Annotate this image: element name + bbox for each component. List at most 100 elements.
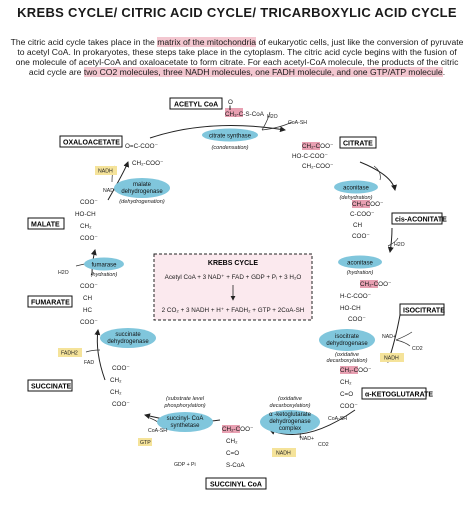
akg-co2: CO2 xyxy=(318,442,329,448)
intro-text-1: The citric acid cycle takes place in the xyxy=(10,37,158,47)
fumarase-enzyme: fumarase xyxy=(91,263,117,269)
succinate-label: SUCCINATE xyxy=(31,384,72,391)
acetyl-coa-label: ACETYL CoA xyxy=(174,102,218,109)
succinyl-struct-2: C=O xyxy=(226,450,239,457)
aconitase1-note: (dehydration) xyxy=(340,195,373,201)
intro-paragraph: The citric acid cycle takes place in the… xyxy=(10,37,464,77)
succinyl-struct-1: CH₂ xyxy=(226,438,238,445)
akg-note-1: (oxidative xyxy=(278,396,302,402)
idh-nadh: NADH xyxy=(384,356,399,362)
isocitrate-struct-3: COO⁻ xyxy=(348,316,366,323)
intro-text-3: . xyxy=(442,67,446,77)
aconitase2-enzyme: aconitase xyxy=(347,261,373,267)
akg-struct-1: CH₂ xyxy=(340,379,352,386)
aconitase2-note: (hydration) xyxy=(347,270,374,276)
idh-note-1: (oxidative xyxy=(335,352,359,358)
malate-struct-2: CH₂ xyxy=(80,223,92,230)
fumarase-note: (hydration) xyxy=(91,272,118,278)
acetyl-struct-2: CH₃-C-S-CoA xyxy=(225,111,265,118)
intro-highlight-1: matrix of the mitochondria xyxy=(157,37,257,47)
akg-nad: NAD+ xyxy=(300,436,314,442)
cis-aconitate-label: cis-ACONITATE xyxy=(395,217,447,224)
mdh-enzyme-2: dehydrogenase xyxy=(121,189,163,195)
oxaloacetate-label: OXALOACETATE xyxy=(63,140,120,147)
scs-enzyme-2: synthetase xyxy=(170,423,200,429)
cis-aconitate-struct-3: COO⁻ xyxy=(352,233,370,240)
fumarase-h2o: H2O xyxy=(58,270,69,276)
citrate-synthase-h2o: H2O xyxy=(267,114,278,120)
aconitase1-enzyme: aconitase xyxy=(343,186,369,192)
fumarate-struct-2: HC xyxy=(83,307,93,314)
scs-gdp: GDP + Pi xyxy=(174,462,196,468)
scs-enzyme-1: succinyl- CoA xyxy=(167,416,204,422)
akg-label: α-KETOGLUTARATE xyxy=(365,392,433,399)
cis-aconitate-struct-2: CH xyxy=(353,222,363,229)
isocitrate-label: ISOCITRATE xyxy=(403,308,445,315)
citrate-synthase-enzyme: citrate synthase xyxy=(209,134,252,140)
mdh-nadh: NADH xyxy=(98,169,113,175)
akg-enzyme-3: complex xyxy=(279,426,301,432)
fumarate-struct-0: COO⁻ xyxy=(80,283,98,290)
summary-title: KREBS CYCLE xyxy=(208,260,259,267)
fumarate-struct-1: CH xyxy=(83,295,93,302)
acetyl-struct-0: O xyxy=(228,99,233,106)
succinate-struct-3: COO⁻ xyxy=(112,401,130,408)
scs-note-2: phosphorylation) xyxy=(163,403,205,409)
cis-aconitate-struct-1: C-COO⁻ xyxy=(350,211,374,218)
idh-note-2: decarboxylation) xyxy=(326,358,367,364)
akg-enzyme-2: dehydrogenase xyxy=(269,419,311,425)
citrate-label: CITRATE xyxy=(343,141,373,148)
succinyl-coa-label: SUCCINYL CoA xyxy=(210,482,262,489)
cis-aconitate-struct-0: CH₂-COO⁻ xyxy=(352,201,383,208)
intro-text-2: of eukaryotic cells, just like the conve… xyxy=(15,37,464,77)
intro-highlight-2: two CO2 molecules, three NADH molecules,… xyxy=(83,67,443,77)
mdh-note: (dehydrogenation) xyxy=(119,199,165,205)
malate-label: MALATE xyxy=(31,222,60,229)
succinate-struct-0: COO⁻ xyxy=(112,365,130,372)
page-title: KREBS CYCLE/ CITRIC ACID CYCLE/ TRICARBO… xyxy=(17,5,457,20)
scs-coash: CoA-SH xyxy=(148,428,167,434)
akg-struct-2: C=O xyxy=(340,391,353,398)
fumarate-label: FUMARATE xyxy=(31,300,70,307)
succinate-struct-1: CH₂ xyxy=(110,377,122,384)
succinyl-struct-0: CH₂-COO⁻ xyxy=(222,426,253,433)
fumarate-struct-3: COO⁻ xyxy=(80,319,98,326)
scs-gtp: GTP xyxy=(140,440,151,446)
citrate-struct-0: CH₂-COO⁻ xyxy=(302,143,333,150)
akg-nadh: NADH xyxy=(276,451,291,457)
sdh-enzyme-2: dehydrogenase xyxy=(107,339,149,345)
akg-enzyme-1: α -ketoglutarate xyxy=(269,412,311,418)
malate-struct-1: HO-CH xyxy=(75,211,96,218)
oxaloacetate-struct-0: O=C-COO⁻ xyxy=(125,143,158,150)
mdh-nad: NAD+ xyxy=(103,188,117,194)
aconitase2-h2o: H2O xyxy=(394,242,405,248)
citrate-struct-2: CH₂-COO⁻ xyxy=(302,163,333,170)
acetyl-struct-1: ‖ xyxy=(229,105,232,112)
sdh-fad: FAD xyxy=(84,360,94,366)
oxaloacetate-struct-1: CH₂-COO⁻ xyxy=(132,160,163,167)
sdh-enzyme-1: succinate xyxy=(115,332,141,338)
sdh-fadh2: FADH2 xyxy=(61,351,78,357)
malate-struct-0: COO⁻ xyxy=(80,199,98,206)
idh-nad: NAD+ xyxy=(382,334,396,340)
akg-coash: CoA-SH xyxy=(328,416,347,422)
mdh-enzyme-1: malate xyxy=(133,182,152,188)
isocitrate-struct-0: CH₂-COO⁻ xyxy=(360,281,391,288)
succinyl-struct-3: S-CoA xyxy=(226,462,245,469)
scs-note-1: (substrate level xyxy=(166,396,205,402)
isocitrate-struct-1: H-C-COO⁻ xyxy=(340,293,371,300)
citrate-synthase-note: (condensation) xyxy=(211,145,248,151)
succinate-struct-2: CH₂ xyxy=(110,389,122,396)
idh-enzyme-2: dehydrogenase xyxy=(326,341,368,347)
isocitrate-struct-2: HO-CH xyxy=(340,305,361,312)
malate-struct-3: COO⁻ xyxy=(80,235,98,242)
akg-struct-3: COO⁻ xyxy=(340,403,358,410)
summary-reactants: Acetyl CoA + 3 NAD⁺ + FAD + GDP + Pᵢ + 3… xyxy=(165,274,302,281)
citrate-synthase-coash: CoA-SH xyxy=(288,120,307,126)
idh-co2: CO2 xyxy=(412,346,423,352)
idh-enzyme-1: isocitrate xyxy=(335,334,360,340)
summary-products: 2 CO₂ + 3 NADH + H⁺ + FADH₂ + GTP + 2CoA… xyxy=(162,307,305,314)
akg-struct-0: CH₂-COO⁻ xyxy=(340,367,371,374)
